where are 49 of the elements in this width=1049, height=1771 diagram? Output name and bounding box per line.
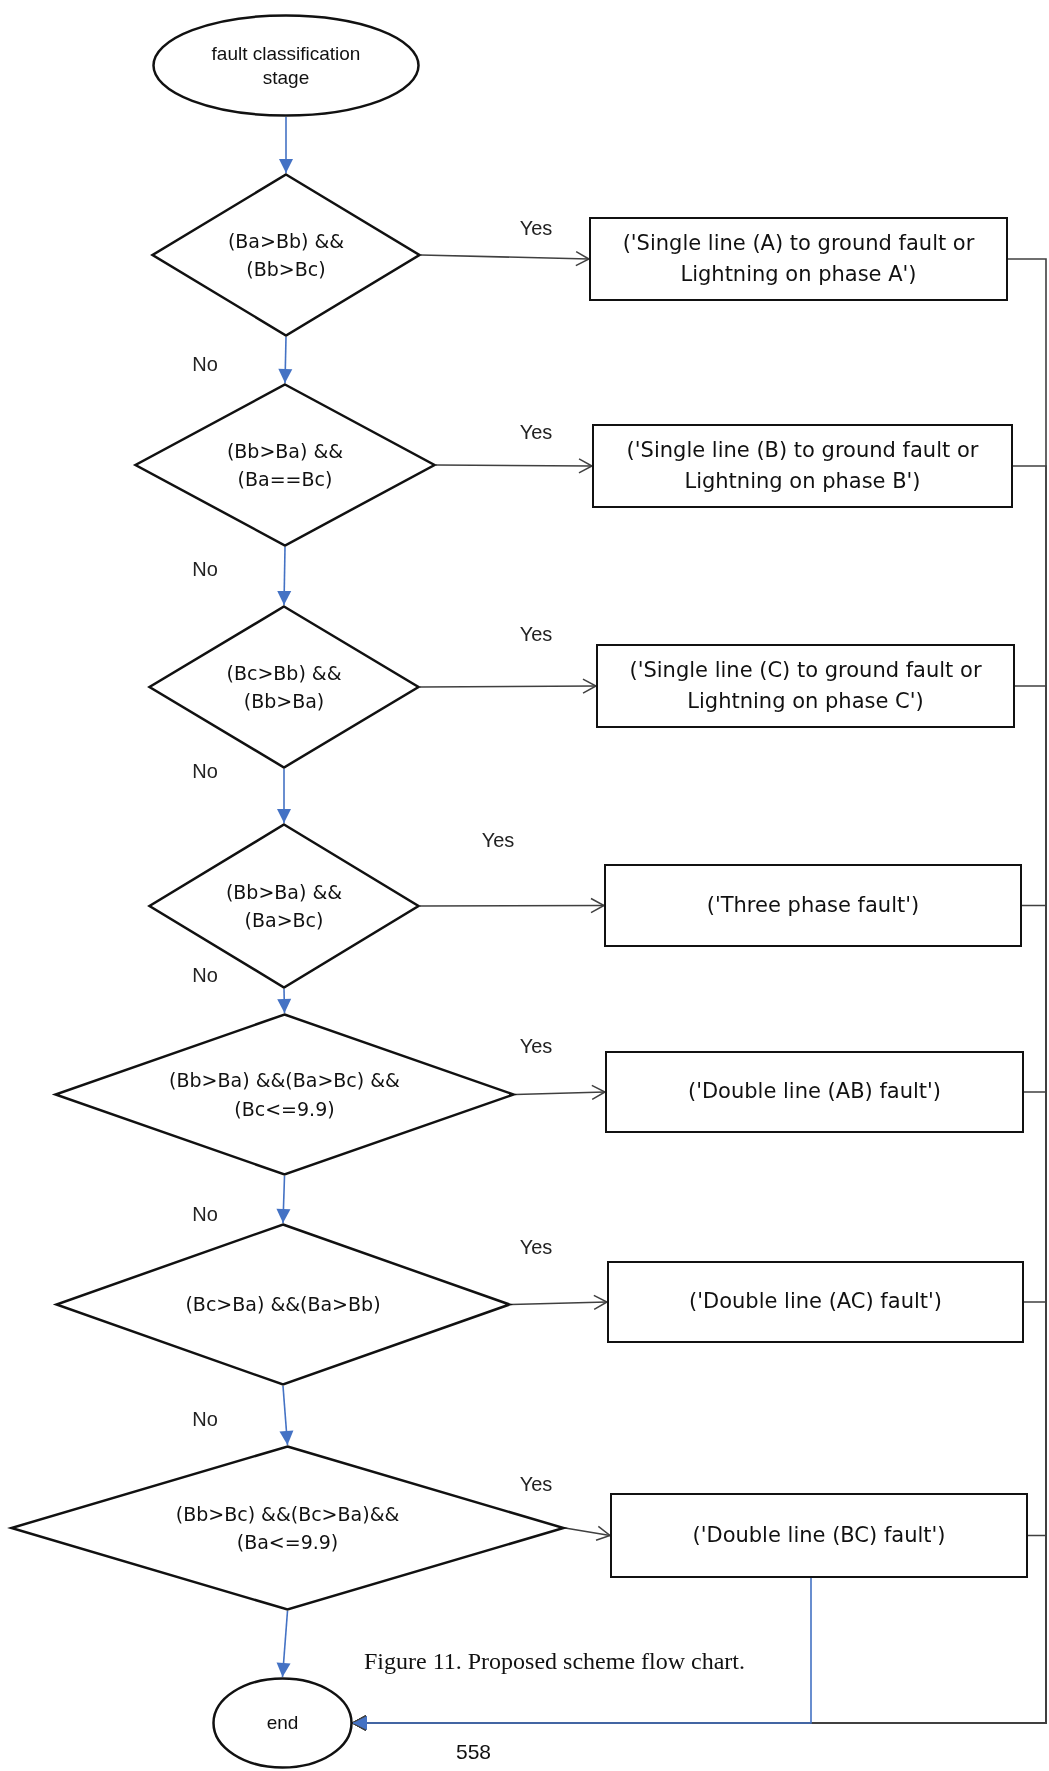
decision-diamond (151, 173, 421, 337)
process-box (592, 424, 1013, 508)
arrow (419, 897, 605, 914)
terminal-text: fault classification stage (210, 41, 362, 90)
decision-diamond (54, 1013, 515, 1176)
condition-text: (Bb>Ba) &&(Ba>Bc) && (Bc<=9.9) (168, 1068, 401, 1122)
arrow (514, 1084, 606, 1101)
arrow (277, 768, 291, 824)
arrow (279, 1385, 294, 1446)
arrow (278, 336, 293, 384)
terminal-ellipse (212, 1677, 353, 1769)
result-text: ('Three phase fault') (705, 891, 921, 919)
process-box (610, 1493, 1028, 1578)
condition-text: (Bb>Ba) &&(Ba>Bc) (224, 879, 344, 933)
arrow (276, 1610, 291, 1678)
process-box (605, 1051, 1024, 1133)
process-box (589, 217, 1008, 301)
decision-diamond (134, 383, 436, 547)
condition-text: (Bb>Ba) &&(Ba==Bc) (225, 438, 345, 492)
arrow (352, 1577, 812, 1730)
arrow (276, 1175, 291, 1224)
result-text: ('Double line (BC) fault') (691, 1521, 947, 1549)
decision-diamond (55, 1223, 511, 1386)
condition-text: (Bb>Bc) &&(Bc>Ba)&&(Ba<=9.9) (174, 1501, 401, 1555)
arrow (419, 678, 597, 694)
condition-text: (Bc>Bb) &&(Bb>Ba) (225, 660, 343, 714)
arrow (279, 116, 293, 174)
result-text: ('Double line (AC) fault') (688, 1288, 943, 1316)
result-text: ('Single line (B) to ground fault or Lightning on phase B') (625, 436, 980, 495)
decision-diamond (10, 1445, 565, 1611)
decision-diamond (148, 823, 420, 989)
arrow (510, 1294, 608, 1311)
figure-caption: Figure 11. Proposed scheme flow chart. (364, 1648, 746, 1675)
arrow (277, 988, 292, 1014)
process-box (607, 1261, 1024, 1343)
process-box (596, 644, 1015, 728)
terminal-ellipse (152, 14, 420, 117)
terminal-text: end (266, 1711, 299, 1735)
condition-text: (Ba>Bb) &&(Bb>Bc) (226, 228, 346, 282)
result-text: ('Single line (C) to ground fault or Lightning on phase C') (628, 656, 983, 715)
result-text: ('Double line (AB) fault') (686, 1078, 943, 1106)
process-box (604, 864, 1022, 947)
arrow (277, 546, 292, 606)
page-number: 558 (456, 1740, 492, 1764)
condition-text: (Bc>Ba) &&(Ba>Bb) (185, 1292, 381, 1318)
arrow (564, 1525, 611, 1541)
arrow (435, 458, 593, 474)
result-text: ('Single line (A) to ground fault or Lightning on phase A') (621, 229, 976, 288)
arrow (420, 250, 590, 267)
